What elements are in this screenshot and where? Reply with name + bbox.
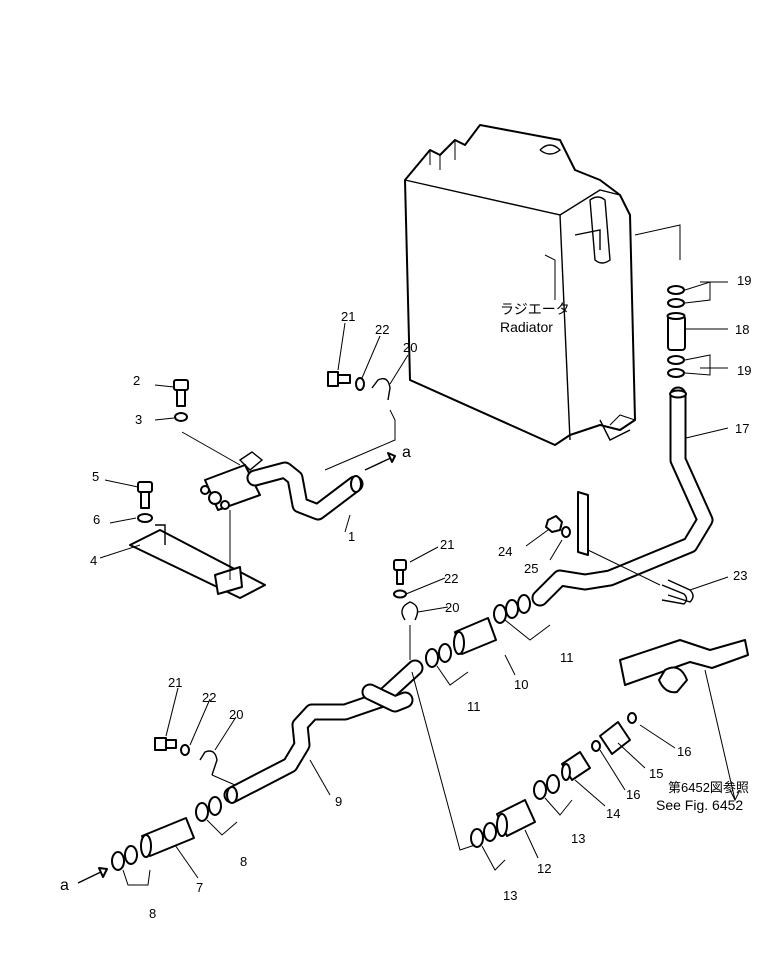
callout-13-right: 13 (571, 831, 585, 846)
valve-block (200, 451, 264, 511)
leader-9-13 (411, 671, 476, 851)
clamp-20-top (371, 377, 391, 401)
washer-22-mid (393, 589, 407, 599)
marker-a-lower: a (60, 877, 69, 894)
washer-22-top (355, 377, 365, 391)
clamp-8-right (195, 796, 238, 836)
callout-1: 1 (348, 529, 355, 544)
clamp-20-low (199, 750, 218, 776)
callout-21-mid: 21 (440, 537, 454, 552)
washer-22-low (180, 744, 190, 756)
callout-11-right: 11 (560, 650, 574, 665)
callout-5: 5 (92, 469, 99, 484)
bolt-5 (137, 481, 153, 509)
bracket-4 (129, 524, 266, 599)
clamp-19-lower (667, 354, 711, 378)
callout-18: 18 (735, 322, 749, 337)
radiator (404, 124, 681, 446)
callout-4: 4 (90, 553, 97, 568)
callout-16-lower: 16 (626, 787, 640, 802)
callout-20-mid: 20 (445, 600, 459, 615)
radiator-label-en: Radiator (500, 319, 553, 335)
hose-10 (453, 617, 497, 655)
leader-20-low (211, 774, 236, 786)
clamp-20-mid (401, 601, 419, 621)
elbow-14 (561, 751, 591, 781)
clamp-8-left (111, 845, 151, 886)
pipe-17 (531, 386, 714, 607)
callout-25: 25 (524, 561, 538, 576)
washer-6 (137, 513, 153, 523)
callout-24: 24 (498, 544, 512, 559)
callout-6: 6 (93, 512, 100, 527)
link-line-a-upper (324, 409, 396, 471)
hose-7 (140, 817, 195, 858)
callout-3: 3 (135, 412, 142, 427)
callout-2: 2 (133, 373, 140, 388)
reference-label-jp: 第6452図参照 (668, 780, 749, 795)
arrow-a-lower-head (98, 867, 108, 878)
callout-22-low: 22 (202, 690, 216, 705)
u-bolt-23 (661, 579, 694, 605)
bolt-21-mid (393, 559, 407, 585)
arrow-a-upper-head (387, 452, 396, 463)
bolt-21-top (327, 371, 351, 387)
callout-11-left: 11 (467, 699, 481, 714)
callout-13-left: 13 (503, 888, 517, 903)
clamp-13-right (533, 774, 573, 816)
callout-numbers: 1 2 3 4 5 6 7 8 8 9 10 11 11 12 13 13 14… (90, 273, 751, 921)
callout-14: 14 (606, 806, 620, 821)
callout-20-low: 20 (229, 707, 243, 722)
pipe-1 (246, 461, 364, 521)
callout-17: 17 (735, 421, 749, 436)
reference-label-en: See Fig. 6452 (656, 797, 743, 813)
callout-19-lower: 19 (737, 363, 751, 378)
clamp-19-upper (667, 281, 711, 308)
callout-21-top: 21 (341, 309, 355, 324)
leader-2 (181, 431, 241, 466)
callout-15: 15 (649, 766, 663, 781)
callout-12: 12 (537, 861, 551, 876)
bracket-24-25 (545, 491, 661, 586)
callout-8-left: 8 (149, 906, 156, 921)
bolt-21-low (154, 737, 177, 751)
callout-10: 10 (514, 677, 528, 692)
callout-16-upper: 16 (677, 744, 691, 759)
washer-3 (174, 412, 188, 422)
callout-9: 9 (335, 794, 342, 809)
callout-20-top: 20 (403, 340, 417, 355)
bolt-2 (173, 379, 189, 407)
callout-22-top: 22 (375, 322, 389, 337)
callout-leaders (99, 281, 729, 879)
marker-a-upper: a (402, 444, 411, 461)
adapter-15 (599, 721, 631, 755)
callout-21-low: 21 (168, 675, 182, 690)
o-ring-16-lower (591, 740, 601, 752)
pipe-9 (223, 659, 424, 804)
reference-assembly (619, 639, 749, 802)
clamp-11-lower (425, 643, 469, 686)
callout-7: 7 (196, 880, 203, 895)
clamp-13-left (470, 822, 506, 871)
hose-12 (496, 799, 536, 837)
callout-8-right: 8 (240, 854, 247, 869)
callout-22-mid: 22 (444, 571, 458, 586)
hose-18 (666, 312, 686, 351)
callout-19-upper: 19 (737, 273, 751, 288)
clamp-11-upper (493, 594, 551, 641)
callout-23: 23 (733, 568, 747, 583)
radiator-label-jp: ラジエータ (500, 301, 570, 317)
o-ring-16-upper (627, 712, 637, 724)
